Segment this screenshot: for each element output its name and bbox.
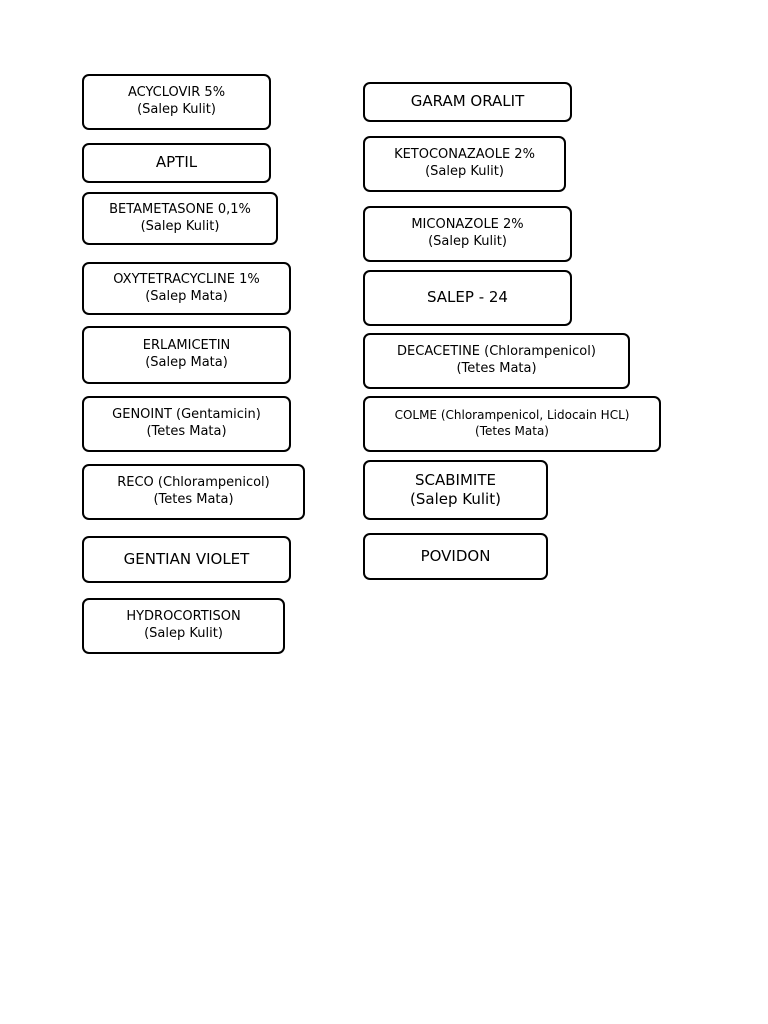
label-salep-24-name: SALEP - 24: [427, 288, 508, 307]
label-erlamicetin-type: (Salep Mata): [145, 355, 228, 370]
label-colme: COLME (Chlorampenicol, Lidocain HCL) (Te…: [363, 396, 661, 452]
label-betametasone: BETAMETASONE 0,1% (Salep Kulit): [82, 192, 278, 245]
label-garam-oralit-name: GARAM ORALIT: [410, 92, 525, 111]
label-miconazole: MICONAZOLE 2% (Salep Kulit): [363, 206, 572, 262]
label-betametasone-type: (Salep Kulit): [140, 218, 220, 234]
label-oxytetracycline-name: OXYTETRACYCLINE 1%: [113, 271, 260, 287]
label-decacetine: DECACETINE (Chlorampenicol) (Tetes Mata): [363, 333, 630, 389]
label-genoint: GENOINT (Gentamicin) (Tetes Mata): [82, 396, 291, 452]
label-reco-type: (Tetes Mata): [153, 492, 234, 507]
label-decacetine-name: DECACETINE (Chlorampenicol): [397, 344, 596, 360]
label-betametasone-name: BETAMETASONE 0,1%: [109, 201, 251, 217]
label-ketoconazole-name: KETOCONAZAOLE 2%: [394, 147, 535, 163]
label-acyclovir-name: ACYCLOVIR 5%: [127, 85, 226, 101]
label-acyclovir: ACYCLOVIR 5% (Salep Kulit): [82, 74, 271, 130]
label-oxytetracycline-type: (Salep Mata): [145, 288, 228, 304]
label-hydrocortison-name: HYDROCORTISON: [126, 609, 241, 625]
label-erlamicetin-name: ERLAMICETIN: [142, 338, 231, 354]
label-gentian-violet-name: GENTIAN VIOLET: [123, 549, 250, 568]
label-miconazole-type: (Salep Kulit): [428, 234, 507, 249]
label-decacetine-type: (Tetes Mata): [456, 361, 537, 376]
label-acyclovir-type: (Salep Kulit): [137, 102, 216, 117]
label-ketoconazole-type: (Salep Kulit): [425, 164, 504, 179]
label-scabimite-type: (Salep Kulit): [410, 490, 501, 508]
label-genoint-type: (Tetes Mata): [146, 424, 227, 439]
label-scabimite: SCABIMITE (Salep Kulit): [363, 460, 548, 520]
label-povidon: POVIDON: [363, 533, 548, 580]
label-garam-oralit: GARAM ORALIT: [363, 82, 572, 122]
label-scabimite-name: SCABIMITE: [415, 470, 496, 489]
label-hydrocortison: HYDROCORTISON (Salep Kulit): [82, 598, 285, 654]
label-reco-name: RECO (Chlorampenicol): [117, 475, 270, 491]
label-miconazole-name: MICONAZOLE 2%: [411, 217, 524, 233]
label-oxytetracycline: OXYTETRACYCLINE 1% (Salep Mata): [82, 262, 291, 315]
label-genoint-name: GENOINT (Gentamicin): [112, 407, 261, 423]
label-erlamicetin: ERLAMICETIN (Salep Mata): [82, 326, 291, 384]
label-ketoconazole: KETOCONAZAOLE 2% (Salep Kulit): [363, 136, 566, 192]
label-salep-24: SALEP - 24: [363, 270, 572, 326]
label-colme-name: COLME (Chlorampenicol, Lidocain HCL): [394, 408, 630, 423]
label-hydrocortison-type: (Salep Kulit): [144, 626, 223, 641]
label-povidon-name: POVIDON: [420, 546, 491, 565]
label-colme-type: (Tetes Mata): [475, 424, 549, 438]
label-reco: RECO (Chlorampenicol) (Tetes Mata): [82, 464, 305, 520]
label-gentian-violet: GENTIAN VIOLET: [82, 536, 291, 583]
label-aptil-name: APTIL: [155, 153, 198, 172]
label-aptil: APTIL: [82, 143, 271, 183]
